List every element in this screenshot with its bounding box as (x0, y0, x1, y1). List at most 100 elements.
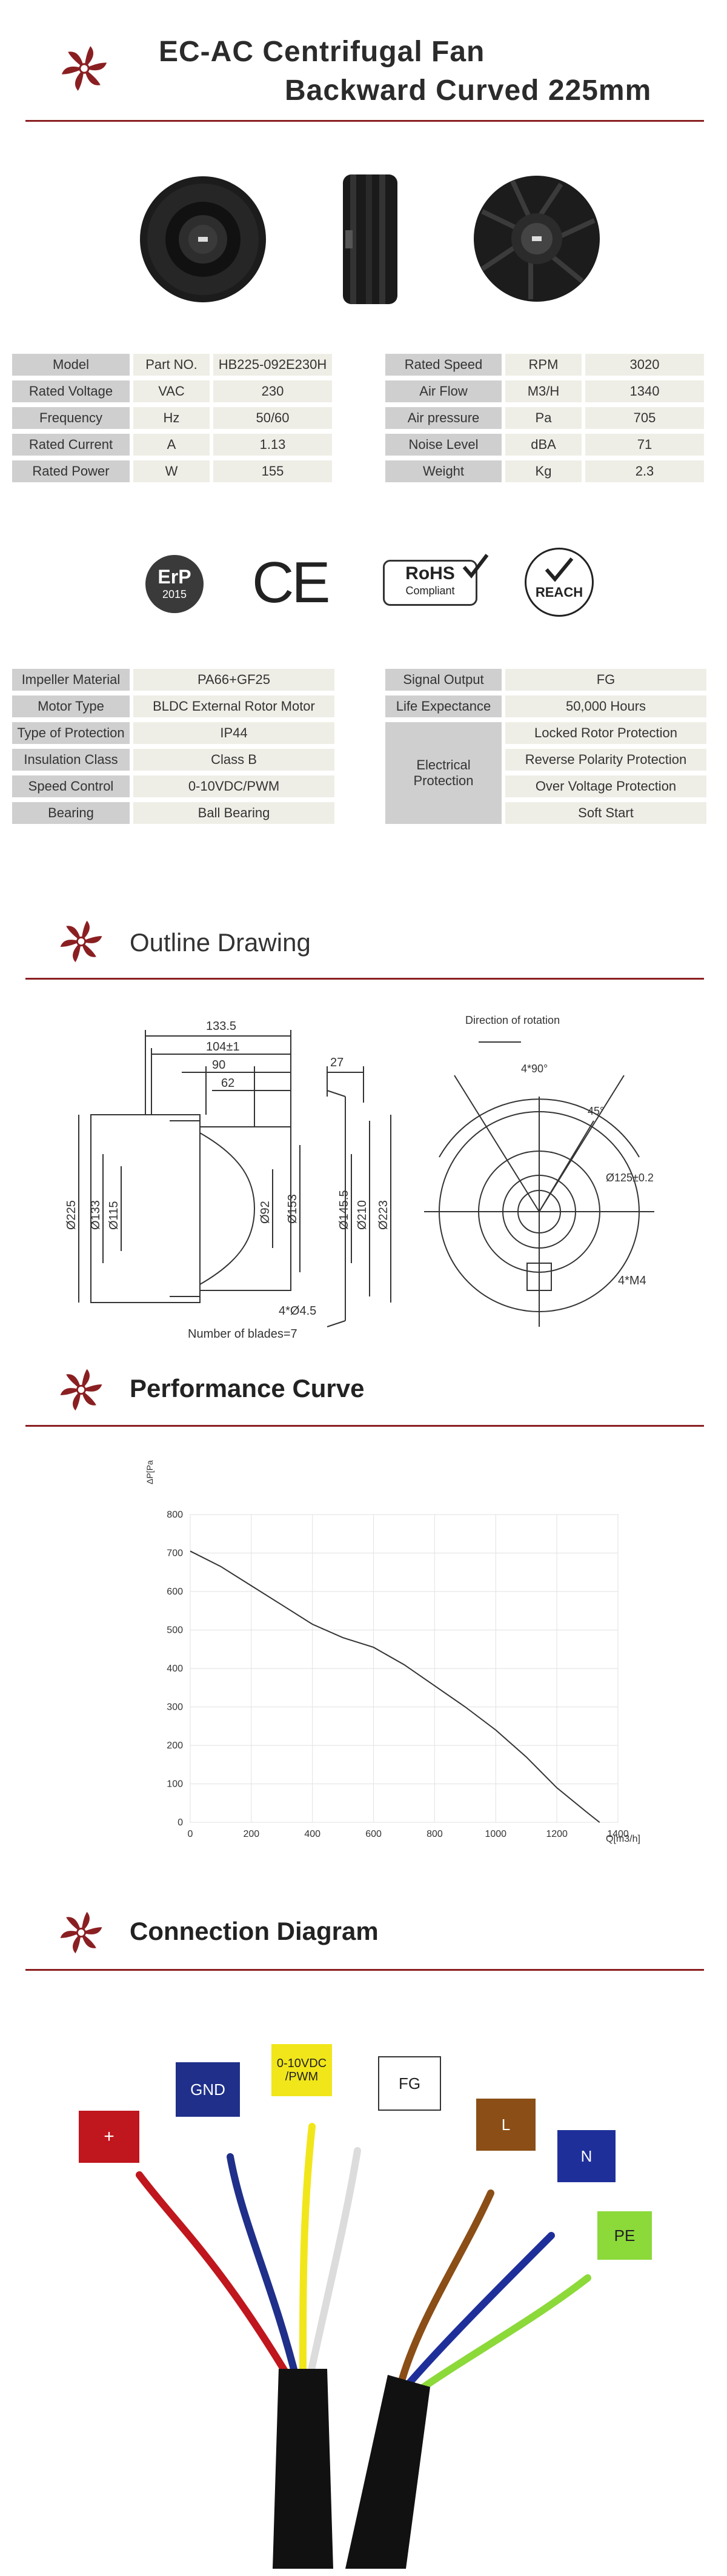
protection-label-line1: Electrical (416, 757, 471, 772)
wire-label-0-10vdc: 0-10VDC /PWM (271, 2044, 332, 2096)
wire-label-gnd: GND (176, 2062, 240, 2117)
dim-145-5: Ø145.5 (337, 1190, 351, 1230)
feature-label: Bearing (12, 802, 130, 824)
feature-value: IP44 (133, 722, 334, 744)
mount-holes-label: 4*Ø4.5 (279, 1304, 316, 1318)
protection-label-line2: Protection (413, 773, 474, 788)
spec-unit: VAC (133, 380, 210, 402)
reach-label: REACH (535, 585, 583, 600)
spec-unit: Hz (133, 407, 210, 429)
dim-153: Ø153 (286, 1194, 299, 1224)
x-tick-label: 1200 (546, 1829, 568, 1839)
spec-label: Frequency (12, 407, 130, 429)
pressure-flow-curve (190, 1550, 600, 1823)
feature-value: FG (505, 669, 706, 691)
rohs-badge-icon: RoHS Compliant (383, 560, 477, 606)
spec-value: 230 (213, 380, 332, 402)
feature-value: PA66+GF25 (133, 669, 334, 691)
spec-unit: Part NO. (133, 354, 210, 376)
spec-label: Rated Speed (385, 354, 502, 376)
dim-62: 62 (221, 1077, 234, 1090)
spec-value: 3020 (585, 354, 704, 376)
feature-label: Life Expectance (385, 695, 502, 717)
outline-drawing-diagram: 133.5 104±1 90 62 27 Ø225 Ø133 Ø115 Ø92 … (65, 1014, 654, 1341)
section-logo-icon (58, 1911, 104, 1954)
protection-item: Locked Rotor Protection (505, 722, 706, 744)
dim-210: Ø210 (356, 1200, 369, 1230)
spec-label: Air Flow (385, 380, 502, 402)
erp-label: ErP (158, 566, 191, 588)
spec-unit: Kg (505, 460, 582, 482)
spec-table-left: Model Part NO. HB225-092E230H Rated Volt… (8, 349, 336, 487)
spec-label: Model (12, 354, 130, 376)
x-tick-label: 800 (427, 1829, 443, 1839)
table-row: Over Voltage Protection (385, 775, 706, 797)
table-row: Weight Kg 2.3 (385, 460, 704, 482)
y-tick-label: 100 (167, 1779, 183, 1790)
bolt-circle-label: Ø125±0.2 (606, 1172, 654, 1184)
spec-unit: RPM (505, 354, 582, 376)
dim-90: 90 (212, 1058, 225, 1072)
table-row: Soft Start (385, 802, 706, 824)
rohs-sub: Compliant (405, 585, 455, 597)
table-row: Rated Voltage VAC 230 (12, 380, 332, 402)
spec-label: Rated Power (12, 460, 130, 482)
dim-104: 104±1 (206, 1040, 239, 1054)
spec-value: 705 (585, 407, 704, 429)
y-tick-label: 200 (167, 1741, 183, 1751)
erp-year: 2015 (162, 588, 187, 600)
wire-label-n: N (557, 2130, 616, 2182)
feature-value: BLDC External Rotor Motor (133, 695, 334, 717)
x-tick-label: 200 (244, 1829, 260, 1839)
feature-label: Impeller Material (12, 669, 130, 691)
spec-value: 1340 (585, 380, 704, 402)
x-tick-label: 0 (188, 1829, 193, 1839)
wire-label-l: L (476, 2099, 536, 2151)
angle-45-label: 45° (588, 1105, 604, 1117)
feature-value: Class B (133, 749, 334, 771)
spec-label: Weight (385, 460, 502, 482)
y-tick-label: 800 (167, 1510, 183, 1520)
outline-divider (25, 978, 704, 980)
dim-223: Ø223 (377, 1200, 390, 1230)
table-row: Model Part NO. HB225-092E230H (12, 354, 332, 376)
spec-value: 50/60 (213, 407, 332, 429)
table-row: Frequency Hz 50/60 (12, 407, 332, 429)
dim-133-5: 133.5 (206, 1020, 236, 1033)
rohs-label: RoHS (405, 563, 455, 583)
wire-label-plus: + (79, 2111, 139, 2163)
fan-front-image (140, 176, 266, 302)
spec-unit: dBA (505, 434, 582, 456)
spec-label: Noise Level (385, 434, 502, 456)
spec-label: Rated Current (12, 434, 130, 456)
ce-mark-icon: CE (252, 550, 330, 615)
y-tick-label: 600 (167, 1587, 183, 1597)
blades-label: Number of blades=7 (188, 1327, 297, 1341)
spec-value: HB225-092E230H (213, 354, 332, 376)
y-tick-label: 0 (178, 1817, 183, 1828)
protection-label-cell: Electrical Protection (385, 722, 502, 824)
spec-label: Rated Voltage (12, 380, 130, 402)
fan-back-image (474, 176, 600, 302)
table-row: Noise Level dBA 71 (385, 434, 704, 456)
x-tick-label: 1400 (607, 1829, 629, 1839)
section-logo-icon (58, 920, 104, 963)
outline-section-title: Outline Drawing (130, 928, 311, 957)
y-tick-label: 500 (167, 1625, 183, 1636)
performance-section-title: Performance Curve (130, 1374, 365, 1403)
table-row: Reverse Polarity Protection (385, 749, 706, 771)
brand-logo-icon (61, 46, 107, 91)
feature-value: 50,000 Hours (505, 695, 706, 717)
x-tick-label: 400 (304, 1829, 320, 1839)
m4-label: 4*M4 (618, 1274, 646, 1287)
product-title-line1: EC-AC Centrifugal Fan (159, 36, 485, 68)
dim-133: Ø133 (89, 1200, 102, 1230)
rohs-check-icon (462, 554, 489, 579)
